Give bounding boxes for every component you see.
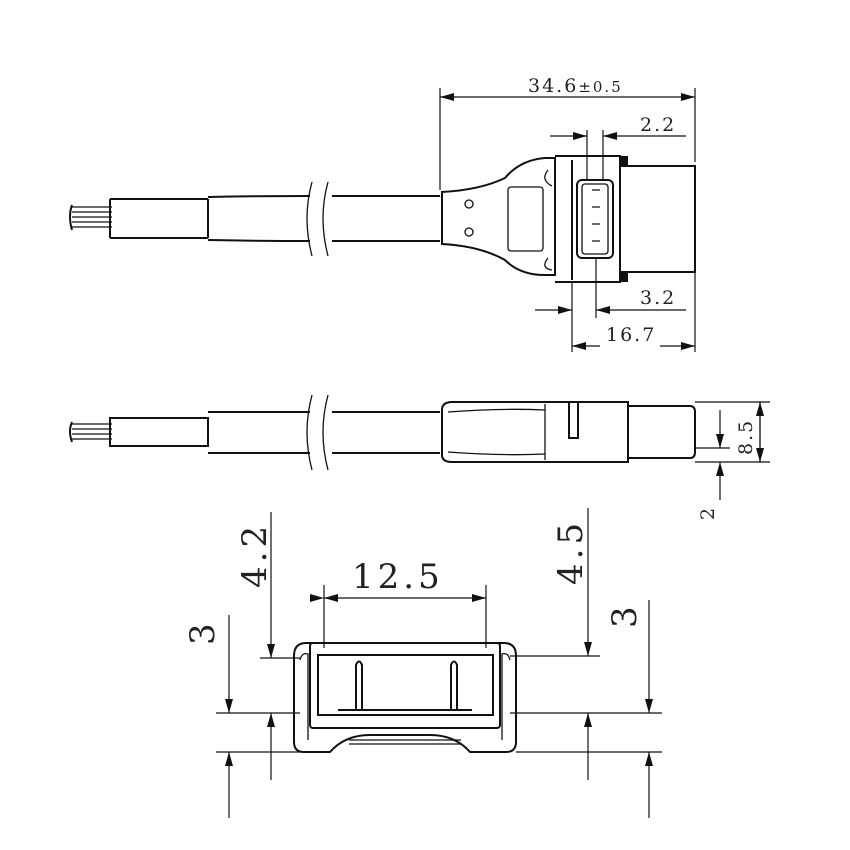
front-view: 12.5 4.2 3 4.5 3: [183, 508, 662, 818]
right-height-label: 4.5: [551, 519, 591, 585]
top-view: 34.6±0.5 2.2 3.2 16.7: [69, 75, 696, 352]
left-height-label: 4.2: [235, 522, 275, 588]
opening-width-label: 12.5: [352, 557, 444, 597]
offset-label: 2: [697, 506, 719, 520]
head-length-label: 16.7: [606, 324, 656, 346]
side-view: 8.5 2: [69, 394, 770, 520]
pin-offset-label: 3.2: [640, 287, 676, 309]
wire-ends: [69, 204, 112, 231]
left-lower-label: 3: [183, 619, 223, 645]
front-dimensions: 12.5 4.2 3 4.5 3: [183, 508, 662, 818]
connector-head: [441, 155, 696, 283]
cable: [109, 181, 440, 257]
height-label: 8.5: [735, 419, 757, 455]
pin-pitch-label: 2.2: [640, 114, 676, 136]
top-dimensions: 34.6±0.5 2.2 3.2 16.7: [439, 75, 696, 352]
overall-length-label: 34.6±0.5: [528, 75, 623, 97]
side-dimensions: 8.5 2: [695, 401, 770, 520]
right-lower-label: 3: [605, 602, 645, 628]
